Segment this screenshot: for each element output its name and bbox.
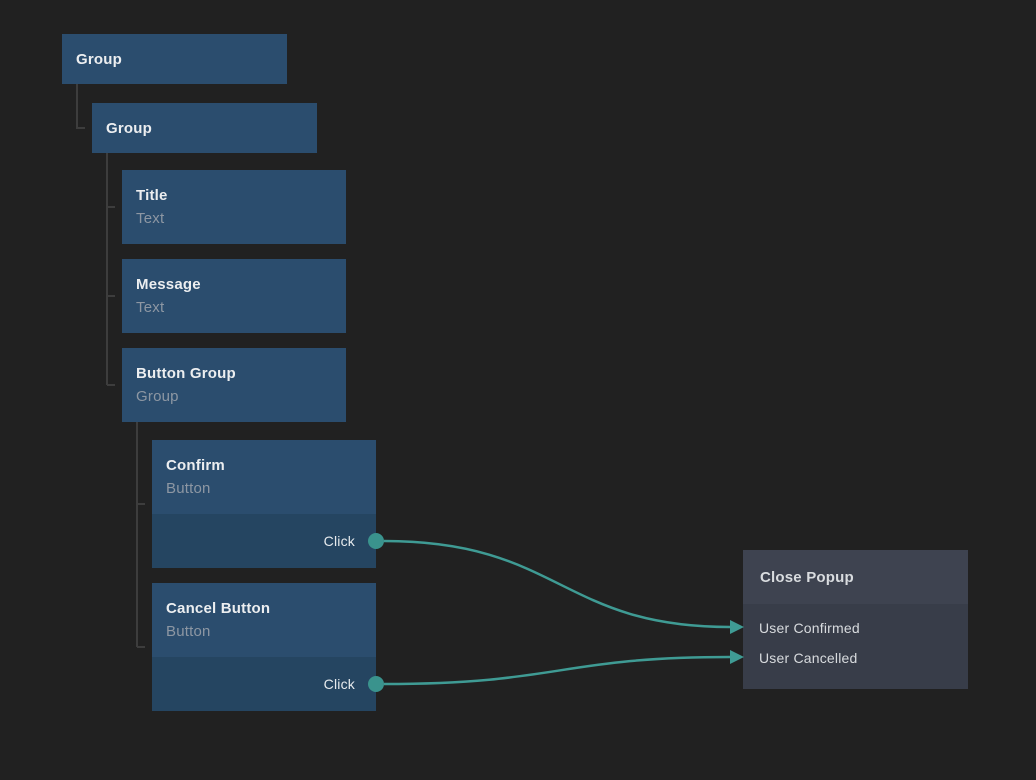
node-confirm-button[interactable]: Confirm Button Click <box>152 440 376 568</box>
node-type-label: Button <box>166 480 211 497</box>
node-group-child[interactable]: Group <box>92 103 317 153</box>
node-type-label: Button <box>166 623 211 640</box>
input-user-confirmed[interactable]: User Confirmed <box>759 620 860 636</box>
node-type-label: Text <box>136 210 165 227</box>
node-type-label: Group <box>136 388 179 405</box>
click-port-label: Click <box>323 676 355 692</box>
node-title-label: Title <box>136 187 168 204</box>
wire-cancel-click-to-user-cancelled[interactable] <box>383 655 731 686</box>
wire-confirm-click-to-user-confirmed[interactable] <box>383 539 731 629</box>
node-title-text[interactable]: Title Text <box>122 170 346 244</box>
wire-arrowhead-user-confirmed <box>730 620 744 634</box>
node-title-label: Button Group <box>136 365 236 382</box>
close-popup-header: Close Popup <box>743 550 968 604</box>
node-cancel-button[interactable]: Cancel Button Button Click <box>152 583 376 711</box>
node-group-root[interactable]: Group <box>62 34 287 84</box>
node-title-label: Group <box>106 119 152 137</box>
cancel-click-port-row: Click <box>152 657 376 711</box>
node-title-label: Confirm <box>166 457 225 474</box>
input-user-cancelled[interactable]: User Cancelled <box>759 650 858 666</box>
node-title-label: Group <box>76 50 122 68</box>
node-button-group[interactable]: Button Group Group <box>122 348 346 422</box>
node-title-label: Cancel Button <box>166 600 271 617</box>
node-close-popup[interactable]: Close Popup User Confirmed User Cancelle… <box>743 550 968 689</box>
close-popup-title: Close Popup <box>760 568 854 586</box>
node-title-label: Message <box>136 276 201 293</box>
node-type-label: Text <box>136 299 165 316</box>
tree-connector-root <box>76 84 85 129</box>
node-message-text[interactable]: Message Text <box>122 259 346 333</box>
tree-connector-button-group <box>136 422 145 648</box>
close-popup-body: User Confirmed User Cancelled <box>743 604 968 689</box>
wire-arrowhead-user-cancelled <box>730 650 744 664</box>
click-port-label: Click <box>323 533 355 549</box>
confirm-click-port-row: Click <box>152 514 376 568</box>
tree-connector-group <box>106 153 115 386</box>
